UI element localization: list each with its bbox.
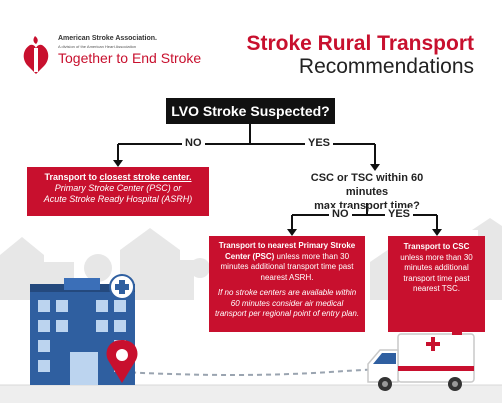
page-subtitle: Recommendations <box>298 55 474 78</box>
map-pin-icon <box>106 340 138 383</box>
branch1-yes-label: YES <box>305 137 334 149</box>
nearest-psc-box: Transport to nearest Primary Stroke Cent… <box>209 236 365 332</box>
question2-line2: max transport time? <box>314 200 420 212</box>
right-box-lead: Transport to CSC <box>403 242 470 251</box>
transport-csc-box: Transport to CSC unless more than 30 min… <box>388 236 485 332</box>
branch2-yes-label: YES <box>385 208 414 220</box>
page-title: Stroke Rural Transport <box>246 32 474 55</box>
closest-stroke-center-box: Transport to closest stroke center. Prim… <box>27 167 209 216</box>
mid-box-note: If no stroke centers are available withi… <box>214 288 360 318</box>
asa-torch-logo-icon <box>23 36 49 74</box>
left-box-line2: Primary Stroke Center (PSC) or <box>54 183 182 193</box>
flow-arrowheads <box>113 160 442 236</box>
question-csc-tsc: CSC or TSC within 60 minutes max transpo… <box>290 171 444 212</box>
question-lvo-stroke: LVO Stroke Suspected? <box>166 98 335 124</box>
ambulance-icon <box>367 330 475 391</box>
hospital-building <box>30 278 135 385</box>
question2-line1: CSC or TSC within 60 minutes <box>310 172 424 198</box>
left-box-emph: closest stroke center. <box>99 172 192 182</box>
branch1-no-label: NO <box>182 137 205 149</box>
hospital-cross-icon <box>109 274 135 300</box>
left-box-line3: Acute Stroke Ready Hospital (ASRH) <box>43 194 193 204</box>
org-tagline: Together to End Stroke <box>58 50 202 66</box>
org-name: American Stroke Association. <box>58 35 157 42</box>
left-box-lead: Transport to <box>44 172 100 182</box>
branch2-no-label: NO <box>329 208 352 220</box>
mid-box-rest: unless more than 30 minutes additional t… <box>220 251 354 282</box>
route-path <box>121 368 406 376</box>
org-division: A division of the American Heart Associa… <box>58 44 137 49</box>
right-box-rest: unless more than 30 minutes additional t… <box>400 252 473 294</box>
mid-box-lead: Transport to nearest Primary Stroke Cent… <box>218 241 356 261</box>
